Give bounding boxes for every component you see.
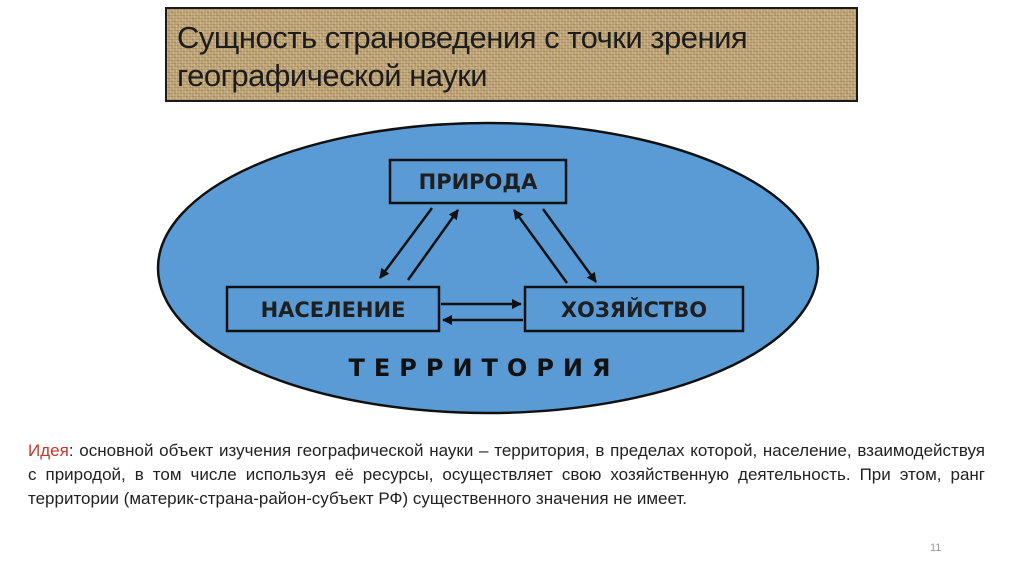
- arrow-nature-to-economy: [541, 208, 598, 283]
- arrow-nature-to-population: [378, 207, 434, 279]
- node-population: НАСЕЛЕНИЕ: [225, 285, 441, 333]
- page-number: 11: [930, 542, 942, 554]
- slide-title: Сущность страноведения с точки зрения ге…: [177, 20, 748, 93]
- node-economy: ХОЗЯЙСТВО: [523, 285, 745, 333]
- node-nature: ПРИРОДА: [388, 158, 568, 205]
- node-nature-box: [388, 158, 568, 205]
- arrow-economy-to-nature: [512, 209, 569, 284]
- node-population-box: [225, 285, 441, 333]
- idea-label: Идея: [28, 441, 69, 460]
- arrow-population-to-nature: [406, 209, 460, 281]
- node-economy-label: ХОЗЯЙСТВО: [561, 297, 707, 322]
- title-banner: Сущность страноведения с точки зрения ге…: [165, 7, 858, 102]
- node-economy-box: [523, 285, 745, 333]
- idea-paragraph: Идея: основной объект изучения географич…: [28, 439, 985, 511]
- node-nature-label: ПРИРОДА: [419, 170, 538, 194]
- territory-ellipse: [156, 121, 820, 415]
- node-population-label: НАСЕЛЕНИЕ: [261, 298, 406, 322]
- territory-label: ТЕРРИТОРИЯ: [349, 354, 620, 382]
- idea-text: : основной объект изучения географическо…: [28, 441, 985, 508]
